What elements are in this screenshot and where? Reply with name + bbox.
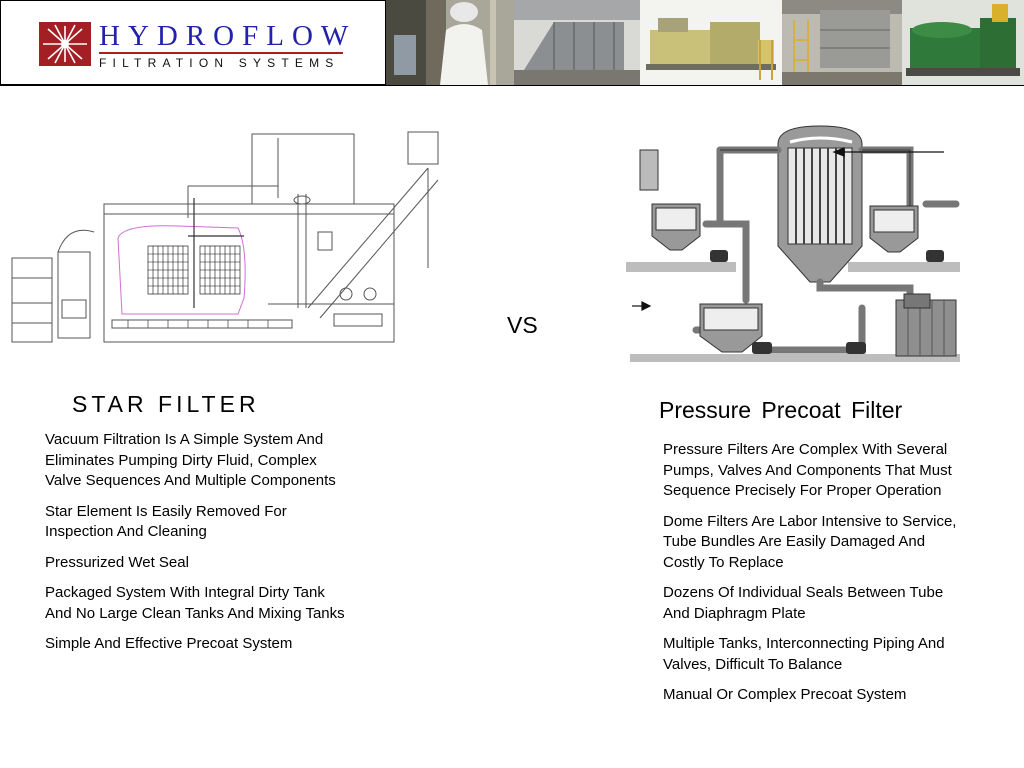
list-item: Simple And Effective Precoat System — [45, 635, 293, 652]
brand-name: HYDROFLOW — [99, 20, 357, 52]
photo-filter-tank — [782, 0, 902, 85]
photo-skid-system — [640, 0, 782, 85]
list-item: Vacuum Filtration Is A Simple System And… — [45, 431, 336, 489]
photo-worker — [386, 0, 514, 85]
star-filter-diagram — [11, 131, 439, 343]
brand-underline — [99, 52, 343, 54]
star-filter-title: STAR FILTER — [72, 391, 260, 417]
pressure-filter-points: Pressure Filters Are Complex With Severa… — [663, 440, 963, 716]
pressure-filter-title: Pressure Precoat Filter — [659, 397, 903, 423]
photo-green-machine — [902, 0, 1024, 85]
list-item: Pressurized Wet Seal — [45, 553, 189, 571]
list-item: Dozens Of Individual Seals Between Tube … — [663, 584, 944, 622]
list-item: Dome Filters Are Labor Intensive to Serv… — [663, 512, 957, 571]
list-item: Multiple Tanks, Interconnecting Piping A… — [663, 635, 945, 673]
list-item: Packaged System With Integral Dirty Tank… — [45, 584, 345, 622]
list-item: Pressure Filters Are Complex With Severa… — [663, 441, 952, 499]
photo-plant-floor — [514, 0, 640, 85]
logo-box: HYDROFLOW FILTRATION SYSTEMS — [0, 0, 386, 85]
list-item: Star Element Is Easily Removed For Inspe… — [45, 502, 287, 541]
pressure-filter-diagram — [626, 104, 960, 364]
starburst-icon — [39, 22, 91, 66]
header-banner: HYDROFLOW FILTRATION SYSTEMS — [0, 0, 1024, 86]
star-filter-points: Vacuum Filtration Is A Simple System And… — [45, 430, 345, 665]
list-item: Manual Or Complex Precoat System — [663, 686, 907, 703]
vs-label: VS — [507, 312, 538, 338]
brand-tagline: FILTRATION SYSTEMS — [99, 56, 340, 70]
